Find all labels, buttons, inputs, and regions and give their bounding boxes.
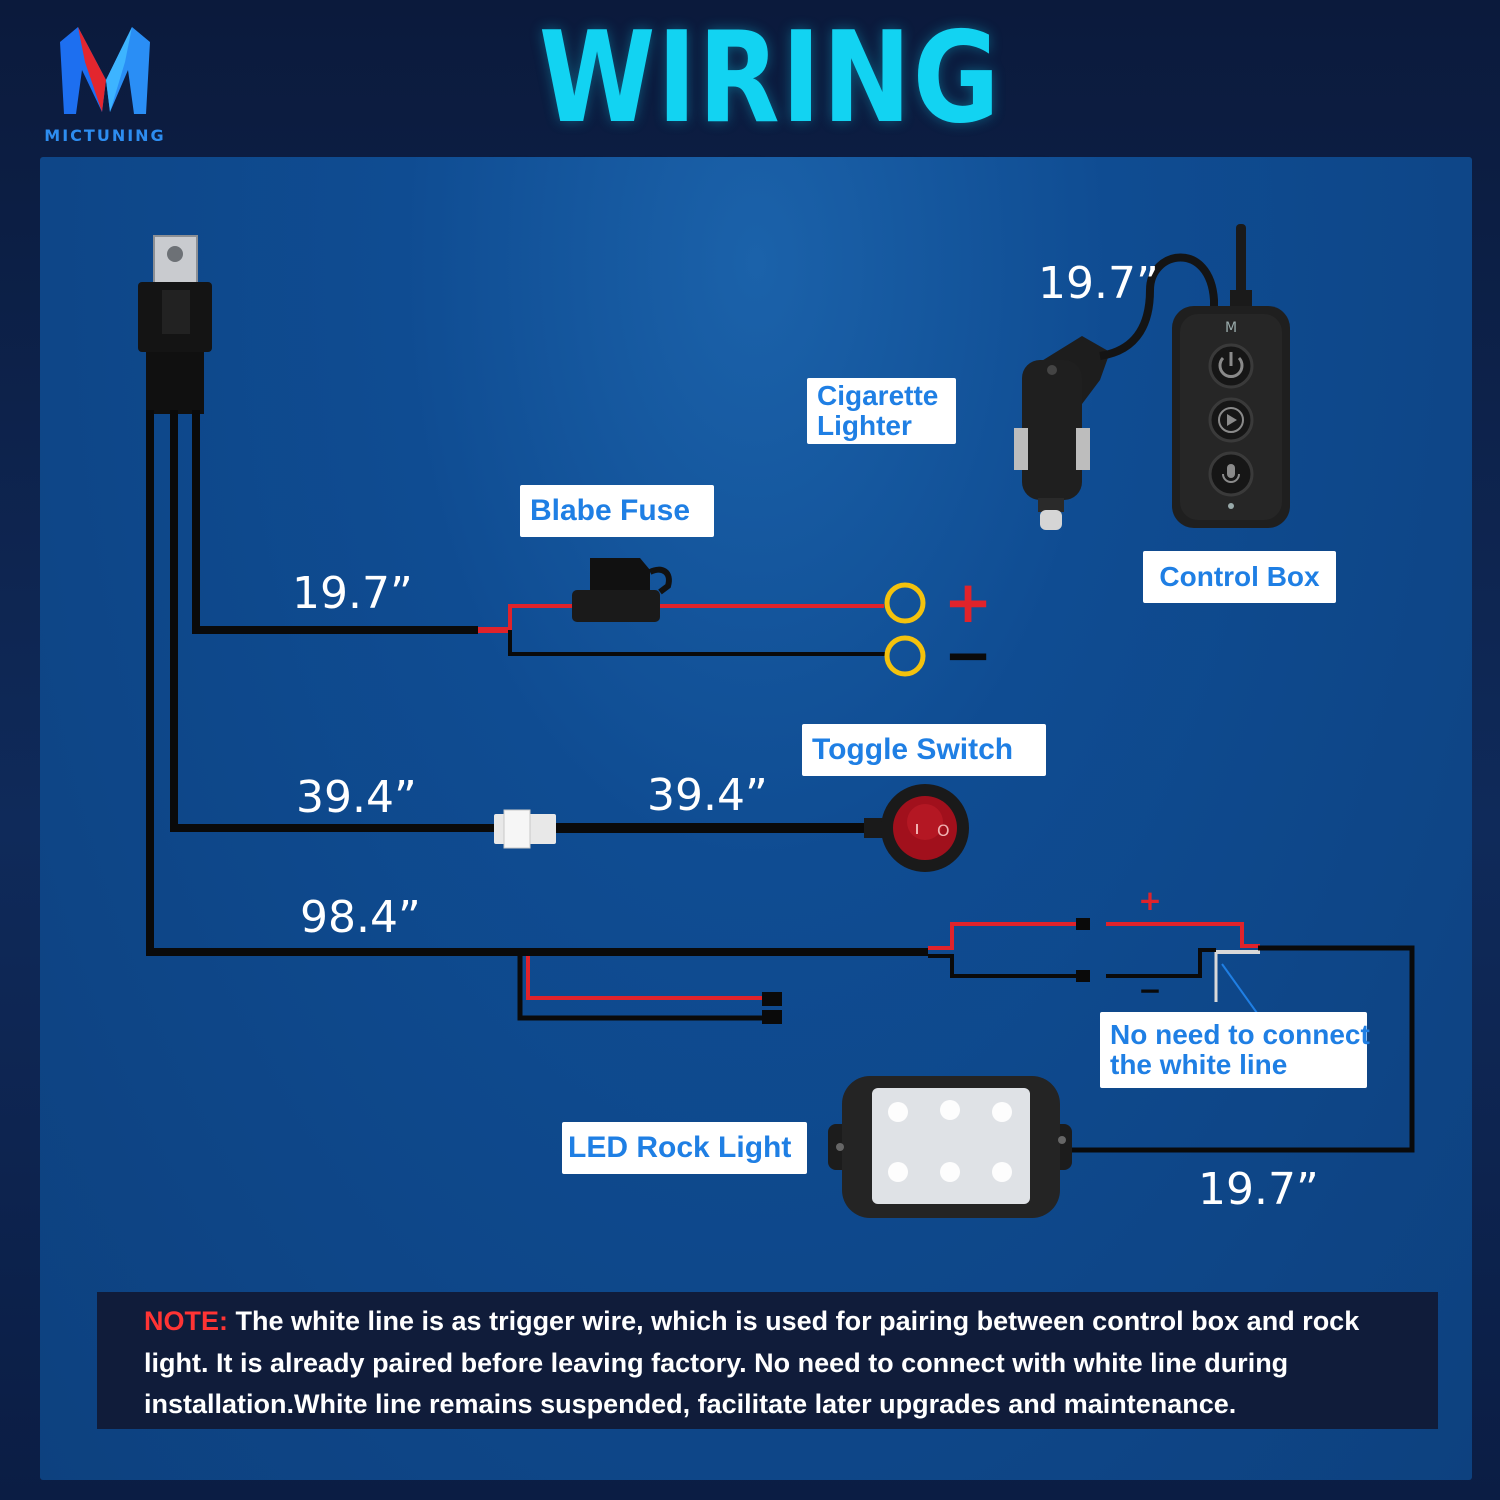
svg-text:M: M bbox=[1225, 320, 1237, 336]
mictuning-logo: MICTUNING bbox=[30, 22, 180, 152]
wire-connector-icon bbox=[494, 809, 556, 849]
power-negative-sign: − bbox=[944, 621, 993, 689]
power-cable-length: 19.7” bbox=[292, 568, 413, 619]
brand-name: MICTUNING bbox=[44, 126, 166, 145]
rock-light-cable-length: 19.7” bbox=[1198, 1164, 1319, 1215]
control-box-label: Control Box bbox=[1143, 551, 1336, 603]
white-line-note-line2: the white line bbox=[1110, 1049, 1288, 1080]
switch-cable-left-length: 39.4” bbox=[296, 772, 417, 823]
power-positive-sign: + bbox=[944, 568, 993, 636]
toggle-switch-label: Toggle Switch bbox=[802, 724, 1046, 776]
switch-cable-right-length: 39.4” bbox=[647, 770, 768, 821]
cigarette-lighter-label-line1: Cigarette bbox=[817, 380, 939, 411]
note-box: NOTE: The white line is as trigger wire,… bbox=[97, 1292, 1438, 1429]
microphone-icon bbox=[1208, 451, 1254, 497]
white-line-note-line1: No need to connect bbox=[1110, 1019, 1370, 1050]
fuse-branch-wires bbox=[508, 604, 886, 656]
power-icon bbox=[1208, 343, 1254, 389]
ring-terminal-positive-icon bbox=[884, 582, 926, 624]
blade-fuse-label: Blabe Fuse bbox=[520, 485, 714, 537]
cigarette-lighter-plug-icon bbox=[1014, 253, 1218, 530]
cigarette-lighter-label: Cigarette Lighter bbox=[807, 378, 956, 444]
mictuning-m-logo-icon bbox=[60, 27, 150, 114]
note-label: NOTE: bbox=[144, 1306, 228, 1336]
svg-text:O: O bbox=[937, 821, 950, 840]
toggle-switch-icon: O bbox=[864, 784, 969, 872]
spare-pigtail-wires bbox=[517, 956, 782, 1024]
control-box-icon: M bbox=[1172, 224, 1290, 528]
white-line-note-label: No need to connect the white line bbox=[1100, 1012, 1370, 1088]
cigarette-lighter-label-line2: Lighter bbox=[817, 410, 912, 441]
rock-light-negative-sign: − bbox=[1138, 974, 1161, 1007]
rock-light-positive-sign: + bbox=[1138, 884, 1161, 917]
play-icon bbox=[1208, 397, 1254, 443]
led-rock-light-icon bbox=[828, 1076, 1072, 1218]
control-box-cable-length: 19.7” bbox=[1038, 258, 1159, 309]
white-line-pointer bbox=[1221, 963, 1263, 1021]
relay-icon bbox=[138, 235, 212, 414]
ring-terminal-negative-icon bbox=[884, 635, 926, 677]
blade-fuse-icon bbox=[572, 558, 672, 622]
main-cable-length: 98.4” bbox=[300, 892, 421, 943]
rock-light-connector-wires bbox=[928, 918, 1415, 1153]
harness-wires bbox=[146, 410, 928, 956]
led-rock-light-label: LED Rock Light bbox=[562, 1122, 807, 1174]
note-text: The white line is as trigger wire, which… bbox=[144, 1306, 1360, 1419]
